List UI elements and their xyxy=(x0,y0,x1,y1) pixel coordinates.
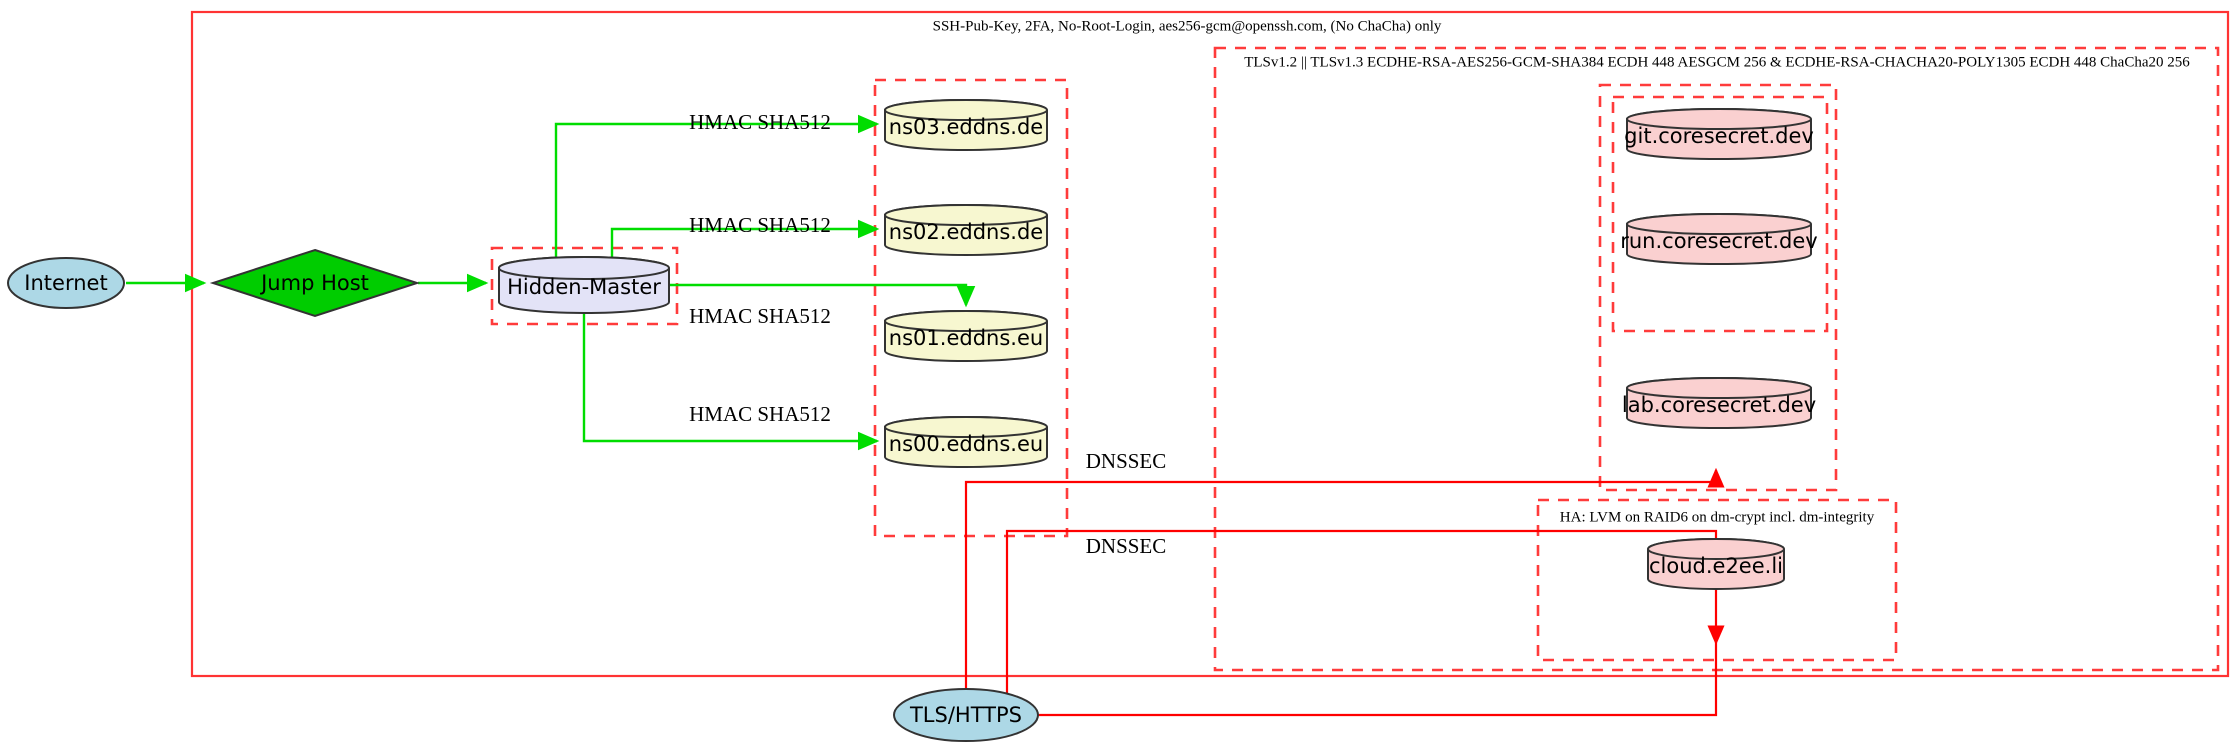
edge-label-dnssec-cloud: DNSSEC xyxy=(1086,534,1167,558)
edge-label-dnssec-lab: DNSSEC xyxy=(1086,449,1167,473)
node-jump-host[interactable]: Jump Host xyxy=(209,248,421,318)
edge-label-hmac-ns02: HMAC SHA512 xyxy=(689,213,831,237)
node-label-hidden-master: Hidden-Master xyxy=(507,275,661,299)
cluster-outer-ssh: SSH-Pub-Key, 2FA, No-Root-Login, aes256-… xyxy=(190,10,2230,678)
edge-hiddenmaster-to-ns00: HMAC SHA512 xyxy=(582,311,880,451)
edge-hiddenmaster-to-ns01: HMAC SHA512 xyxy=(670,283,976,328)
node-internet[interactable]: Internet xyxy=(7,257,125,309)
node-label-run: run.coresecret.dev xyxy=(1620,229,1818,253)
node-label-cloud: cloud.e2ee.li xyxy=(1649,554,1783,578)
edge-tlshttps-to-lab-dnssec: DNSSEC xyxy=(964,449,1725,689)
node-label-ns02: ns02.eddns.de xyxy=(889,220,1043,244)
edge-label-hmac-ns03: HMAC SHA512 xyxy=(689,110,831,134)
node-label-ns01: ns01.eddns.eu xyxy=(889,326,1043,350)
node-label-ns03: ns03.eddns.de xyxy=(889,115,1043,139)
node-ns00[interactable]: ns00.eddns.eu xyxy=(884,416,1048,468)
node-tls-https[interactable]: TLS/HTTPS xyxy=(893,688,1039,742)
node-ns01[interactable]: ns01.eddns.eu xyxy=(884,310,1048,362)
edge-hiddenmaster-to-ns02: HMAC SHA512 xyxy=(610,213,880,259)
edge-label-hmac-ns01: HMAC SHA512 xyxy=(689,304,831,328)
node-run-coresecret[interactable]: run.coresecret.dev xyxy=(1620,213,1818,265)
node-lab-coresecret[interactable]: lab.coresecret.dev xyxy=(1622,377,1816,429)
node-label-ns00: ns00.eddns.eu xyxy=(889,432,1043,456)
edge-hiddenmaster-to-ns03: HMAC SHA512 xyxy=(554,110,880,259)
node-ns02[interactable]: ns02.eddns.de xyxy=(884,204,1048,256)
node-label-git: git.coresecret.dev xyxy=(1624,124,1814,148)
node-cloud-e2ee[interactable]: cloud.e2ee.li xyxy=(1647,538,1785,590)
node-ns03[interactable]: ns03.eddns.de xyxy=(884,99,1048,151)
node-label-jump-host: Jump Host xyxy=(259,271,369,295)
node-label-lab: lab.coresecret.dev xyxy=(1622,393,1816,417)
node-label-tls-https: TLS/HTTPS xyxy=(909,703,1022,727)
node-hidden-master[interactable]: Hidden-Master xyxy=(498,256,670,314)
cluster-label-tls: TLSv1.2 || TLSv1.3 ECDHE-RSA-AES256-GCM-… xyxy=(1244,54,2190,70)
edge-label-hmac-ns00: HMAC SHA512 xyxy=(689,402,831,426)
cluster-ha: HA: LVM on RAID6 on dm-crypt incl. dm-in… xyxy=(1536,498,1898,662)
cluster-label-ssh: SSH-Pub-Key, 2FA, No-Root-Login, aes256-… xyxy=(933,18,1442,34)
cluster-label-ha: HA: LVM on RAID6 on dm-crypt incl. dm-in… xyxy=(1560,509,1875,525)
node-label-internet: Internet xyxy=(24,271,107,295)
cluster-nameservers xyxy=(873,78,1069,538)
node-git-coresecret[interactable]: git.coresecret.dev xyxy=(1624,108,1814,160)
edge-tlshttps-right-branch xyxy=(1038,643,1718,717)
cluster-coresecret-inner xyxy=(1611,95,1829,333)
